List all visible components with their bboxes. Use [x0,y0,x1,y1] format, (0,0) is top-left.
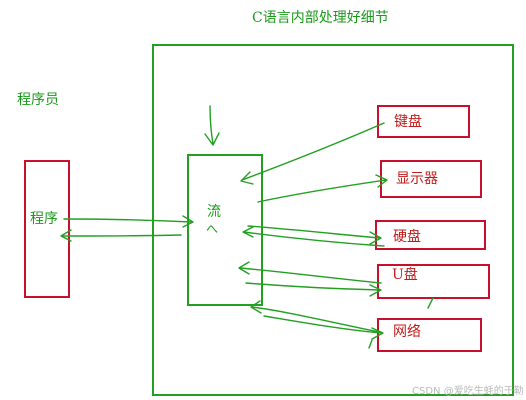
program-label: 程序 [30,211,58,227]
disk-label: 硬盘 [393,229,421,245]
watermark: CSDN @爱吃生蚝的于勒 [412,386,524,397]
keyboard-box [377,105,470,138]
keyboard-label: 键盘 [394,114,422,130]
stream-to-monitor-arrow [257,179,387,203]
stream-to-usb-arrow [245,282,381,291]
disk-to-stream-arrow [243,231,385,247]
stream-box [187,154,263,306]
stream-to-network-arrow [263,315,383,334]
monitor-box [380,160,482,198]
program-box [24,160,70,298]
program-to-stream-arrow [63,218,193,223]
stream-to-program-arrow [61,234,182,237]
diagram-title: C语言内部处理好细节 [252,10,389,26]
stream-to-disk-arrow [247,225,381,239]
monitor-label: 显示器 [396,171,438,187]
stream-sublabel: へ [206,222,219,236]
usb-drive-label: U盘 [392,267,418,283]
network-label: 网络 [393,324,421,340]
stream-label: 流 [207,204,221,220]
stream-input-arrow [209,105,214,145]
usb-to-stream-arrow [239,267,382,284]
keyboard-to-stream-arrow [241,122,385,181]
network-to-stream-arrow [251,306,380,333]
programmer-label: 程序员 [17,92,59,108]
